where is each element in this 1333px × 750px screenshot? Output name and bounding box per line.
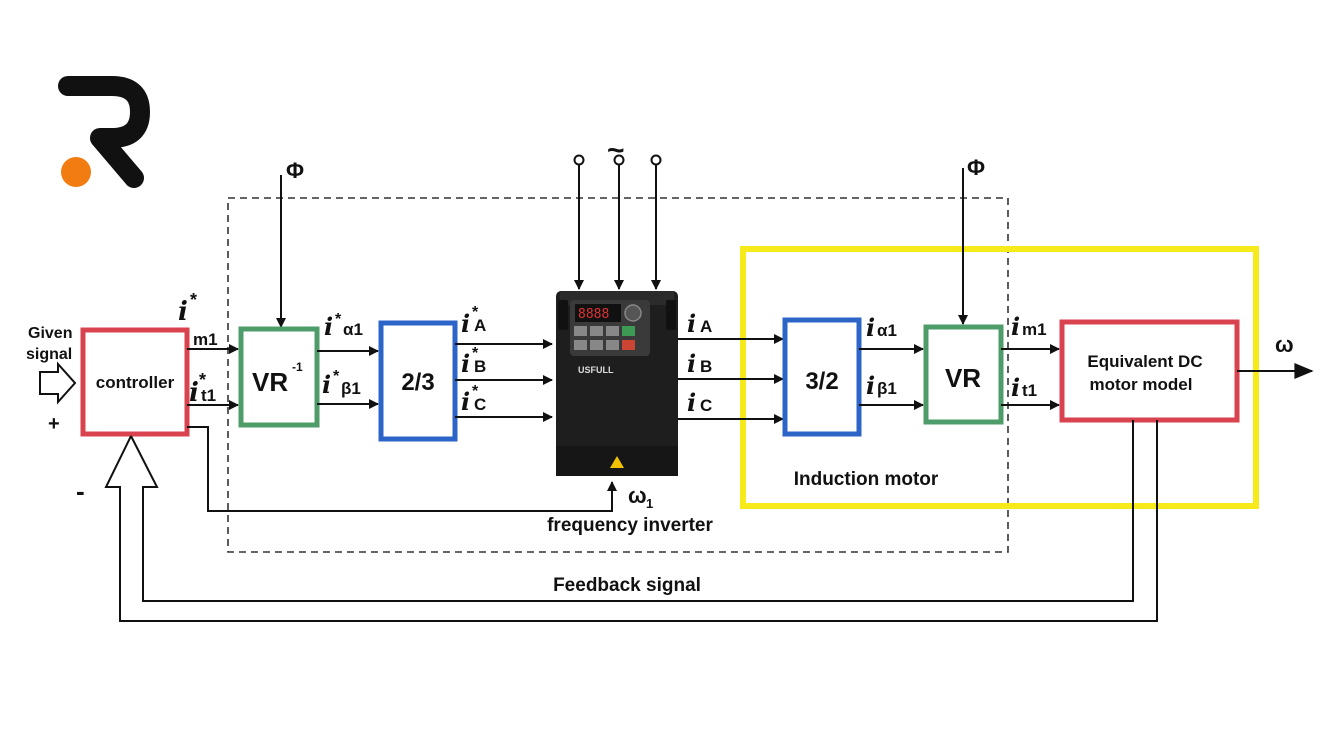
input-arrow <box>39 361 77 405</box>
iB-sym: i <box>687 349 696 378</box>
it1-sub: t1 <box>1022 381 1037 400</box>
iB-star-sym: i <box>461 349 470 378</box>
vr-block <box>923 324 1004 425</box>
wire-omega1 <box>187 426 617 512</box>
ia1-sub: α1 <box>877 321 897 340</box>
ia1-star-sym: i <box>324 312 333 341</box>
logo <box>58 76 150 188</box>
supply-terminal-3 <box>650 154 662 166</box>
three-to-two-block <box>782 317 862 437</box>
inverter-brand: USFULL <box>578 365 614 375</box>
iC-sub: C <box>700 396 712 415</box>
vr-label: VR <box>945 363 981 393</box>
iA-star-star: * <box>472 304 479 321</box>
dc-motor-model-block <box>1059 319 1240 423</box>
iC-star-sym: i <box>461 387 470 416</box>
iB-star-sub: B <box>474 357 486 376</box>
i-t1-star: * <box>199 370 206 390</box>
flux-right-label: Φ <box>967 155 985 180</box>
dc-model-line2: motor model <box>1090 375 1193 394</box>
inverter-caption: frequency inverter <box>547 515 713 536</box>
two-to-three-block <box>378 320 458 442</box>
i-m1-sub: m1 <box>193 330 218 349</box>
i-m1-sym: i <box>178 297 188 327</box>
induction-motor-label: Induction motor <box>794 469 939 490</box>
feedback-label: Feedback signal <box>553 575 701 596</box>
iA-sub: A <box>700 317 712 336</box>
omega1-label: ω <box>628 483 647 508</box>
signal-label: signal <box>26 346 72 363</box>
ia1-star-sub: α1 <box>343 320 363 339</box>
flux-left-label: Φ <box>286 158 304 183</box>
vr-inverse-label: VR <box>252 367 288 397</box>
ib1-star-sub: β1 <box>341 379 361 398</box>
controller-label: controller <box>96 373 175 392</box>
iB-star-star: * <box>472 345 479 362</box>
im1-sym: i <box>1011 312 1020 341</box>
plus-sign: + <box>48 413 60 435</box>
inverter-display-text: 8888 <box>578 307 609 322</box>
frequency-inverter-device: 8888 USFULL <box>556 291 678 476</box>
three-to-two-label: 3/2 <box>805 368 838 395</box>
iA-star-sub: A <box>474 316 486 335</box>
ib1-sub: β1 <box>877 379 897 398</box>
iC-star-sub: C <box>474 395 486 414</box>
feedback-path-outer <box>104 420 1158 622</box>
feedback-path-inner <box>130 420 1134 602</box>
ib1-sym: i <box>866 371 875 400</box>
given-label: Given <box>28 325 72 342</box>
iB-sub: B <box>700 357 712 376</box>
logo-dot <box>61 157 91 187</box>
power-supply <box>573 154 662 290</box>
supply-terminal-1 <box>573 154 585 166</box>
im1-sub: m1 <box>1022 320 1047 339</box>
iA-star-sym: i <box>461 309 470 338</box>
i-t1-sym: i <box>189 378 199 408</box>
vr-inverse-sup: -1 <box>292 360 303 374</box>
ib1-star-star: * <box>333 368 340 385</box>
supply-symbol: ~ <box>607 134 625 167</box>
supply-terminal-2 <box>613 154 625 166</box>
vr-inverse-block <box>238 326 320 428</box>
iA-sym: i <box>687 309 696 338</box>
i-t1-sub: t1 <box>201 386 216 405</box>
it1-sym: i <box>1011 373 1020 402</box>
ia1-star-star: * <box>335 311 342 328</box>
iC-sym: i <box>687 388 696 417</box>
induction-motor-region <box>740 246 1259 509</box>
output-omega-label: ω <box>1275 332 1294 357</box>
ib1-star-sym: i <box>322 370 331 399</box>
two-to-three-label: 2/3 <box>401 369 434 396</box>
minus-sign: - <box>76 476 85 506</box>
controller-block <box>80 327 190 437</box>
omega1-sub: 1 <box>646 496 653 511</box>
warning-icon <box>610 456 624 468</box>
iC-star-star: * <box>472 383 479 400</box>
inverter-knob <box>624 304 642 322</box>
inverter-display <box>575 304 621 322</box>
dc-model-line1: Equivalent DC <box>1087 352 1202 371</box>
ia1-sym: i <box>866 313 875 342</box>
i-m1-star: * <box>190 290 197 310</box>
